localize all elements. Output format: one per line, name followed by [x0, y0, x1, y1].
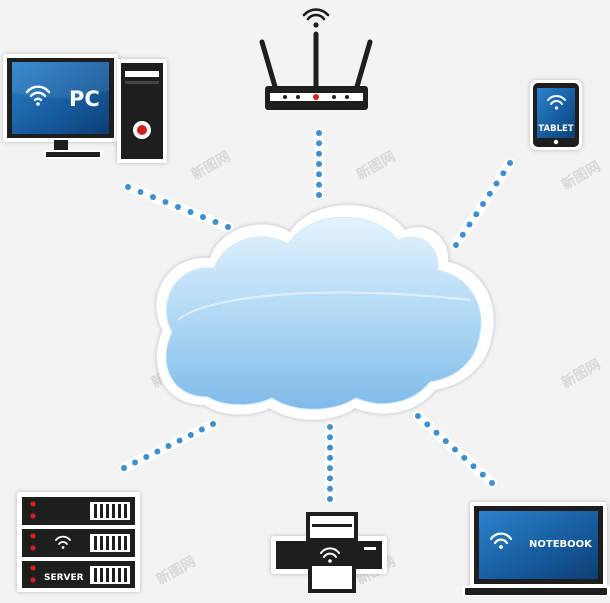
link-dot	[470, 463, 477, 470]
link-dot	[327, 424, 333, 430]
link-printer	[325, 422, 335, 504]
link-dot	[132, 459, 139, 466]
link-dot	[500, 170, 507, 177]
link-dot	[162, 199, 169, 205]
connection-links	[119, 128, 515, 504]
watermark-text: 新图网	[354, 148, 399, 184]
link-dot	[433, 429, 440, 436]
watermark-text: 新图网	[189, 148, 234, 184]
server-unit	[22, 529, 135, 557]
link-dot	[461, 454, 468, 461]
router-icon	[259, 8, 373, 110]
link-router	[314, 128, 324, 200]
link-dot	[316, 181, 322, 188]
link-dot	[489, 480, 495, 486]
link-dot	[442, 438, 449, 445]
tablet-device: TABLET	[530, 80, 582, 150]
server-unit: SERVER	[22, 561, 135, 588]
link-dot	[200, 214, 206, 220]
wifi-icon	[25, 85, 51, 106]
wifi-icon	[489, 532, 513, 549]
wifi-icon	[547, 94, 566, 110]
server-icon: SERVER	[17, 492, 140, 592]
link-dot	[137, 189, 144, 195]
link-dot	[327, 475, 333, 482]
link-dot	[424, 421, 431, 428]
tablet-label: TABLET	[538, 124, 573, 134]
link-dot	[121, 465, 127, 471]
link-dot	[480, 201, 486, 207]
notebook-device: NOTEBOOK	[462, 502, 610, 596]
link-dot	[327, 444, 333, 451]
link-dot	[316, 171, 322, 178]
link-dot	[150, 194, 156, 200]
link-dot	[187, 209, 194, 215]
link-dot	[327, 434, 333, 441]
link-notebook	[413, 411, 497, 488]
server-label: SERVER	[44, 573, 84, 583]
link-dot	[452, 446, 458, 453]
wifi-icon	[302, 8, 330, 28]
link-dot	[210, 421, 216, 427]
link-dot	[176, 437, 183, 444]
link-dot	[507, 160, 513, 166]
link-dot	[327, 465, 333, 472]
link-tablet	[451, 158, 515, 250]
link-dot	[125, 184, 131, 190]
watermark-text: 新图网	[559, 158, 604, 194]
link-pc	[123, 182, 233, 232]
watermark-text: 新图网	[154, 553, 199, 589]
pc-label: PC	[69, 87, 100, 111]
link-dot	[327, 496, 333, 502]
link-dot	[327, 485, 333, 492]
link-dot	[198, 426, 205, 433]
link-dot	[466, 221, 473, 228]
wifi-icon	[320, 547, 340, 563]
pc-device: PC	[3, 54, 167, 163]
link-dot	[212, 219, 219, 225]
link-dot	[316, 150, 322, 157]
watermark-text: 新图网	[559, 356, 604, 392]
link-server	[119, 419, 218, 473]
link-dot	[473, 211, 480, 218]
link-dot	[316, 192, 322, 198]
link-dot	[316, 140, 322, 147]
wifi-icon	[55, 535, 71, 549]
notebook-label: NOTEBOOK	[529, 539, 593, 550]
link-dot	[316, 161, 322, 167]
link-dot	[415, 413, 421, 419]
link-dot	[493, 180, 500, 187]
link-dot	[225, 224, 231, 230]
link-dot	[175, 204, 181, 210]
link-dot	[143, 454, 150, 460]
link-dot	[479, 471, 486, 478]
printer-icon	[271, 512, 387, 593]
cloud-icon	[156, 205, 494, 420]
link-dot	[165, 443, 172, 449]
link-dot	[154, 448, 161, 455]
link-dot	[316, 130, 322, 136]
link-dot	[459, 231, 466, 238]
link-dot	[453, 242, 459, 248]
link-dot	[327, 454, 333, 461]
link-dot	[486, 190, 493, 197]
link-dot	[187, 432, 194, 438]
server-unit	[22, 497, 135, 525]
